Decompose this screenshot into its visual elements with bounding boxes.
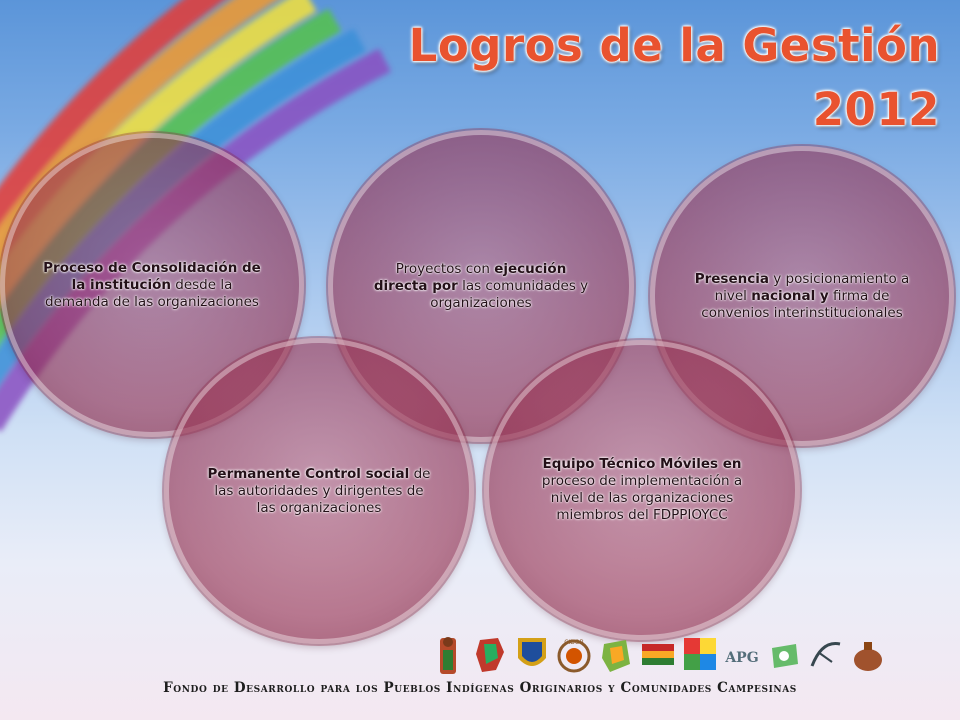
achievement-circle-team: Equipo Técnico Móviles en proceso de imp… [484, 340, 800, 640]
pottery-logo [854, 642, 882, 671]
page-title: Logros de la Gestión 2012 [408, 19, 940, 136]
cidob-logo: CIDOB [557, 639, 591, 673]
green-map-logo [772, 644, 798, 668]
wiphala-logo [684, 638, 716, 670]
organization-logos: CIDOB APG [430, 630, 900, 676]
map-logo [602, 640, 630, 672]
circle-text: Equipo Técnico Móviles en proceso de imp… [541, 456, 743, 523]
bolivia-map-logo [476, 638, 504, 672]
circle-text: Proyectos con ejecución directa por las … [373, 260, 589, 311]
bird-logo [810, 641, 841, 667]
circle-text: Proceso de Consolidación de la instituci… [43, 259, 261, 310]
circle-text: Permanente Control social de las autorid… [207, 465, 431, 516]
circle-text: Presencia y posicionamiento a nivel naci… [694, 270, 910, 321]
flag-logo [642, 644, 674, 665]
indigenous-figure-logo [440, 637, 456, 674]
achievement-circle-consolidation: Proceso de Consolidación de la instituci… [0, 133, 304, 437]
svg-text:CIDOB: CIDOB [564, 639, 583, 646]
achievement-circle-control: Permanente Control social de las autorid… [164, 338, 474, 644]
footer-organization-name: Fondo de Desarrollo para los Pueblos Ind… [163, 680, 797, 696]
apg-logo: APG [724, 650, 758, 666]
achievement-circle-projects: Proyectos con ejecución directa por las … [328, 130, 634, 442]
shield-logo [518, 638, 546, 666]
svg-text:APG: APG [724, 650, 758, 666]
